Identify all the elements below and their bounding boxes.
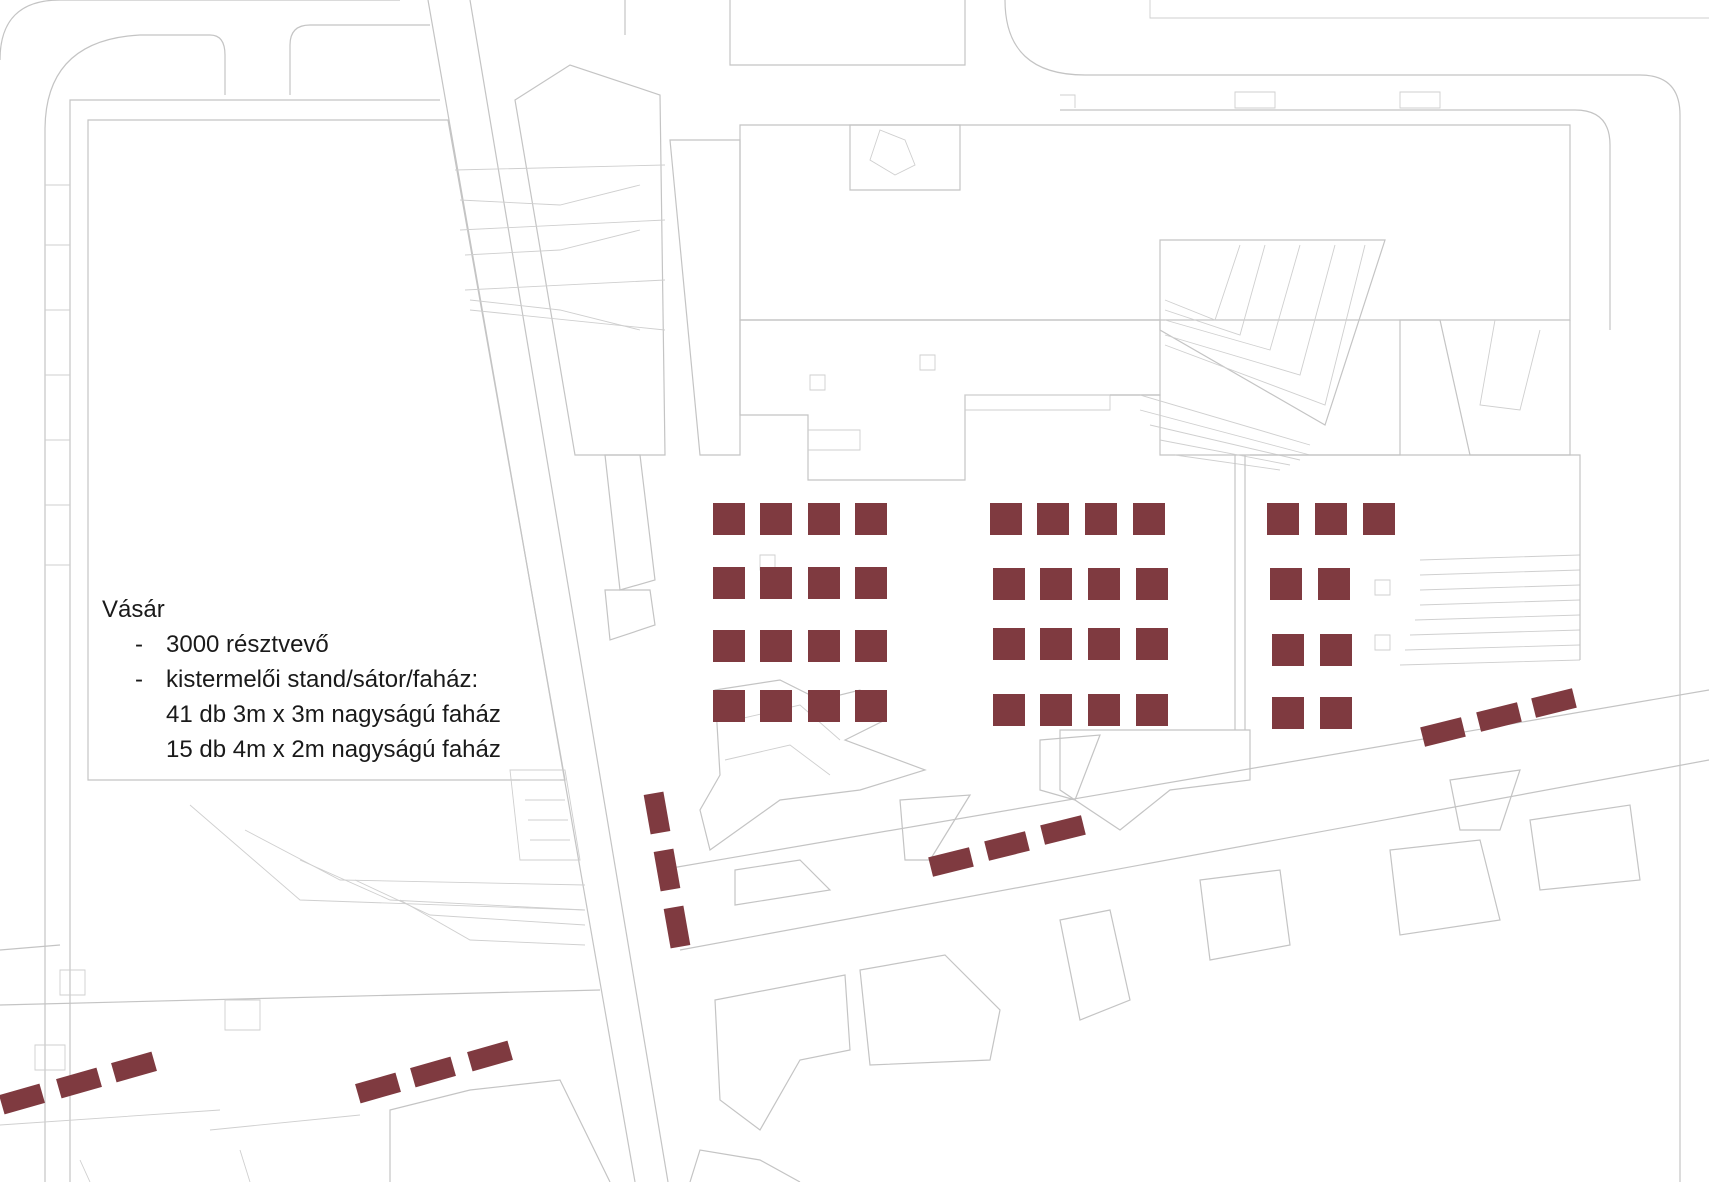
- booth-3x3: [1272, 634, 1304, 666]
- booth-4x2: [410, 1056, 456, 1088]
- booth-4x2: [111, 1051, 157, 1083]
- booth-3x3: [808, 690, 840, 722]
- booth-3x3: [808, 630, 840, 662]
- booth-3x3: [993, 694, 1025, 726]
- legend-detail: 41 db 3m x 3m nagyságú faház: [166, 701, 501, 728]
- booth-3x3: [1136, 568, 1168, 600]
- booth-4x2: [1040, 815, 1086, 845]
- booth-3x3: [990, 503, 1022, 535]
- booth-3x3: [1267, 503, 1299, 535]
- booth-3x3: [1088, 568, 1120, 600]
- booth-3x3: [1363, 503, 1395, 535]
- booth-3x3: [1133, 503, 1165, 535]
- booth-4x2: [1531, 688, 1577, 718]
- booth-3x3: [1040, 568, 1072, 600]
- booth-4x2: [56, 1067, 102, 1099]
- booth-3x3: [855, 567, 887, 599]
- booth-3x3: [713, 690, 745, 722]
- booth-3x3: [855, 503, 887, 535]
- booth-3x3: [1136, 628, 1168, 660]
- legend-item: - 3000 résztvevő: [102, 627, 501, 662]
- booth-4x2: [928, 847, 974, 877]
- legend-item-text: 3000 résztvevő: [166, 631, 329, 658]
- legend-bullet: -: [135, 631, 143, 658]
- booth-3x3: [1088, 694, 1120, 726]
- booth-4x2: [1476, 702, 1522, 732]
- legend-bullet: -: [135, 666, 143, 693]
- booths-layer: [0, 503, 1577, 1115]
- booth-3x3: [713, 503, 745, 535]
- booth-3x3: [855, 690, 887, 722]
- booth-4x2: [355, 1072, 401, 1104]
- booth-3x3: [1088, 628, 1120, 660]
- booth-3x3: [1315, 503, 1347, 535]
- legend-item: - kistermelői stand/sátor/faház:: [102, 662, 501, 697]
- booth-4x2: [0, 1083, 45, 1115]
- booth-3x3: [1037, 503, 1069, 535]
- booth-3x3: [1270, 568, 1302, 600]
- booth-3x3: [713, 630, 745, 662]
- booth-3x3: [808, 567, 840, 599]
- booth-3x3: [1272, 697, 1304, 729]
- booth-3x3: [1320, 634, 1352, 666]
- booth-3x3: [855, 630, 887, 662]
- booth-4x2: [643, 791, 671, 835]
- booth-3x3: [760, 630, 792, 662]
- booth-3x3: [993, 568, 1025, 600]
- booth-4x2: [984, 831, 1030, 861]
- booth-3x3: [808, 503, 840, 535]
- booth-3x3: [1040, 628, 1072, 660]
- booth-3x3: [760, 690, 792, 722]
- booth-3x3: [1085, 503, 1117, 535]
- legend-title: Vásár: [102, 596, 165, 623]
- booth-3x3: [760, 503, 792, 535]
- booth-3x3: [1320, 697, 1352, 729]
- booth-3x3: [760, 567, 792, 599]
- booth-4x2: [1420, 717, 1466, 747]
- booth-4x2: [467, 1040, 513, 1072]
- booth-3x3: [1040, 694, 1072, 726]
- legend-detail: 15 db 4m x 2m nagyságú faház: [166, 736, 501, 763]
- legend: Vásár - 3000 résztvevő - kistermelői sta…: [102, 592, 501, 767]
- booth-3x3: [993, 628, 1025, 660]
- booth-4x2: [663, 905, 691, 949]
- booth-3x3: [1136, 694, 1168, 726]
- booth-3x3: [1318, 568, 1350, 600]
- booth-3x3: [713, 567, 745, 599]
- booth-4x2: [653, 848, 681, 892]
- legend-item-text: kistermelői stand/sátor/faház:: [166, 666, 479, 693]
